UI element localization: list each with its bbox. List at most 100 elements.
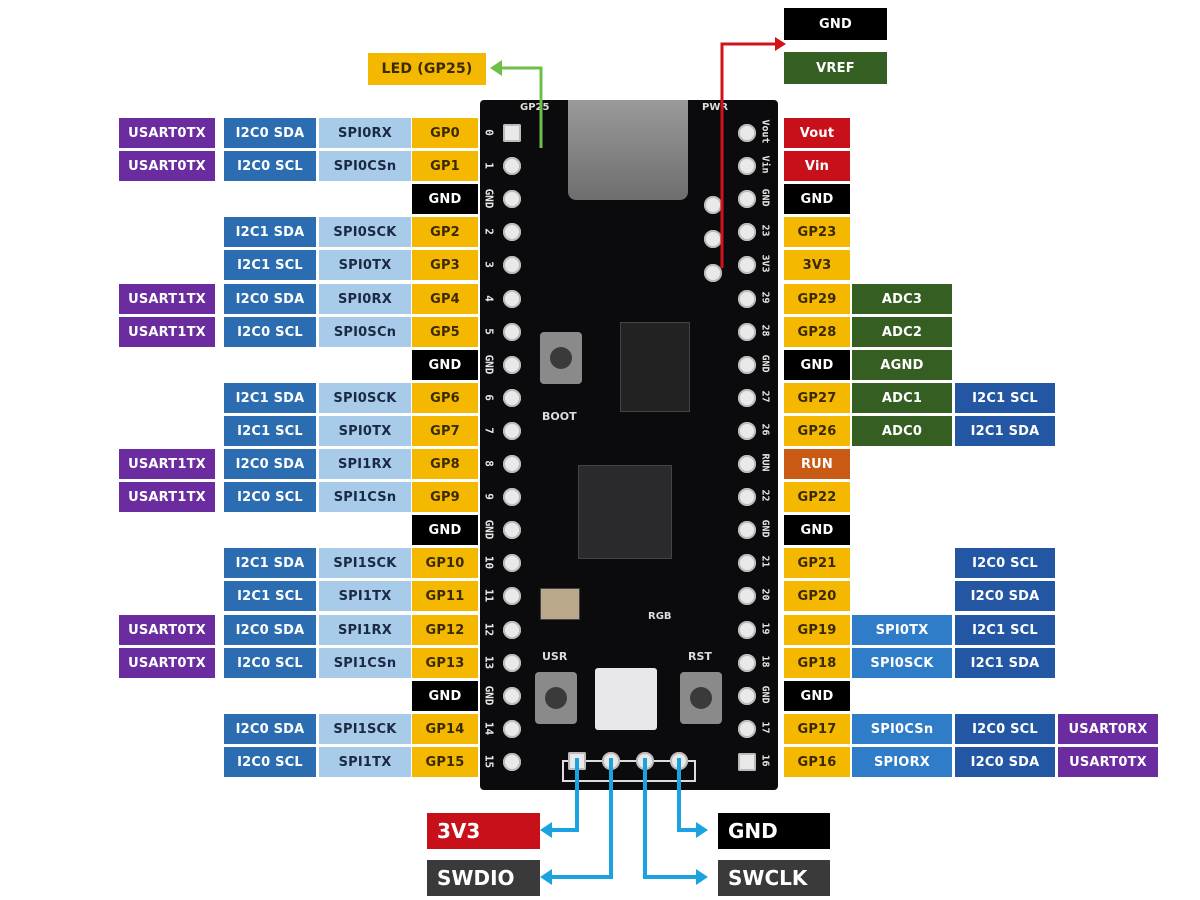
i2c-label: I2C0 SDA [224,118,316,148]
header-pin [503,356,521,374]
header-pin [738,223,756,241]
gpio-pin-label: GP0 [412,118,478,148]
gpio-pin-label: GP9 [412,482,478,512]
led-gp25-label: LED (GP25) [368,53,486,85]
spi-label: SPI1TX [319,747,411,777]
adc-label: ADC3 [852,284,952,314]
usart-label: USART1TX [119,317,215,347]
header-pin [503,587,521,605]
gpio-pin-label: GP14 [412,714,478,744]
swd-swdio-label: SWDIO [427,860,540,896]
rst-silk: RST [688,650,712,663]
gpio-pin-label: GP17 [784,714,850,744]
i2c-label: I2C0 SCL [224,317,316,347]
rst-button[interactable] [680,672,722,724]
header-pin [738,554,756,572]
swd-3v3-label: 3V3 [427,813,540,849]
gpio-pin-label: GP13 [412,648,478,678]
header-pin [503,753,521,771]
gpio-pin-label: GP15 [412,747,478,777]
run-pin-label: RUN [784,449,850,479]
led-arrow-line [500,66,543,148]
boot-button[interactable] [540,332,582,384]
vref-arrow-line [720,42,778,268]
gpio-pin-label: GP2 [412,217,478,247]
header-pin [738,323,756,341]
i2c-label: I2C0 SCL [224,151,316,181]
gpio-pin-label: GP1 [412,151,478,181]
header-pin [738,621,756,639]
swd-swclk-line [643,758,700,879]
gnd-pin-label: GND [412,184,478,214]
inner-pin [704,230,722,248]
i2c-label: I2C1 SDA [224,383,316,413]
usart-label: USART0TX [119,615,215,645]
header-pin [503,488,521,506]
i2c-label: I2C1 SCL [955,383,1055,413]
header-pin [503,687,521,705]
gpio-pin-label: GP16 [784,747,850,777]
gpio-pin-label: GP5 [412,317,478,347]
header-pin [503,422,521,440]
spi-label: SPI0SCK [319,217,411,247]
header-pin [738,455,756,473]
adc-label: ADC2 [852,317,952,347]
header-pin [503,290,521,308]
spi-label: SPI0TX [319,250,411,280]
usart-label: USART0TX [119,151,215,181]
swd-gnd-head [696,822,708,838]
gpio-pin-label: GP23 [784,217,850,247]
inner-pin [704,196,722,214]
header-pin [738,422,756,440]
usart-label: USART0TX [1058,747,1158,777]
inner-pin [704,264,722,282]
gpio-pin-label: GP6 [412,383,478,413]
header-pin [738,687,756,705]
usart-label: USART0TX [119,648,215,678]
usart-label: USART1TX [119,449,215,479]
spi-label: SPI0RX [319,284,411,314]
spi-label: SPI0TX [852,615,952,645]
top-vref-label: VREF [784,52,887,84]
gpio-pin-label: GP18 [784,648,850,678]
usb-c-connector [568,100,688,200]
swd-swdio-line [548,758,613,879]
header-pin [738,521,756,539]
header-pin [738,720,756,738]
swd-swdio-head [540,869,552,885]
power-pin-label: Vout [784,118,850,148]
i2c-label: I2C1 SCL [224,416,316,446]
header-pin [503,323,521,341]
spi-label: SPI1CSn [319,482,411,512]
gpio-pin-label: GP20 [784,581,850,611]
header-pin [738,488,756,506]
swd-3v3-line [548,758,579,832]
gnd-pin-label: GND [784,515,850,545]
usr-button[interactable] [535,672,577,724]
i2c-label: I2C1 SDA [224,217,316,247]
i2c-label: I2C1 SDA [224,548,316,578]
rgb-led [595,668,657,730]
rgb-silk: RGB [648,611,672,622]
header-pin [503,521,521,539]
header-pin [503,621,521,639]
i2c-label: I2C1 SCL [224,581,316,611]
header-pin [738,157,756,175]
led-arrow-head [490,60,502,76]
spi-label: SPI0SCK [852,648,952,678]
header-pin [503,389,521,407]
gpio-pin-label: GP27 [784,383,850,413]
i2c-label: I2C0 SCL [224,482,316,512]
spi-label: SPI1RX [319,449,411,479]
header-pin [503,223,521,241]
i2c-label: I2C1 SDA [955,648,1055,678]
gpio-pin-label: GP8 [412,449,478,479]
gnd-pin-label: GND [784,184,850,214]
header-pin [503,124,521,142]
header-pin [738,290,756,308]
pwr-silk: PWR [702,102,729,113]
gpio-pin-label: GP11 [412,581,478,611]
header-pin [738,753,756,771]
spi-label: SPI0RX [319,118,411,148]
